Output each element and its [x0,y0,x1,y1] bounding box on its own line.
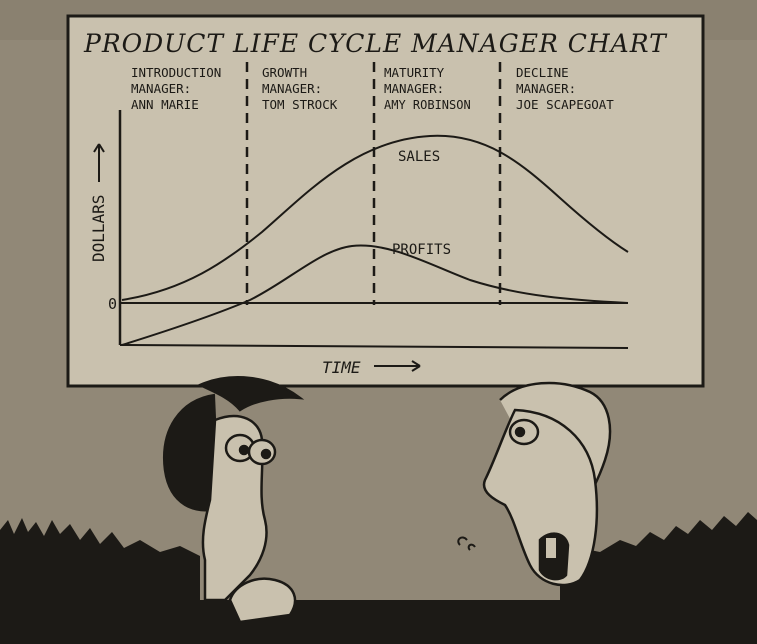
y-axis-label-group: DOLLARS [89,143,108,262]
stage-header-maturity: MATURITY MANAGER: AMY ROBINSON [384,65,471,112]
right-character-pupil [514,426,526,438]
right-character [457,381,612,587]
stage-name: MATURITY [384,65,445,80]
left-character [162,376,305,624]
stage-manager-name: AMY ROBINSON [384,98,471,112]
stage-manager-name: TOM STROCK [262,97,338,112]
profits-label: PROFITS [392,242,451,258]
x-axis-arrow-head-icon [411,360,421,372]
right-character-face [482,408,599,587]
stage-role: MANAGER: [384,81,444,96]
chart-board: PRODUCT LIFE CYCLE MANAGER CHART INTRODU… [66,14,705,388]
right-character-spit-icon [457,536,476,551]
stage-name: GROWTH [262,65,307,80]
stage-name: DECLINE [516,65,569,80]
chart-board-frame [66,14,705,388]
left-character-hat [196,376,305,412]
stage-role: MANAGER: [131,81,191,96]
stage-role: MANAGER: [516,81,576,96]
left-character-hair [162,393,221,512]
stage-header-decline: DECLINE MANAGER: JOE SCAPEGOAT [516,65,614,112]
y-axis-label: DOLLARS [89,195,108,262]
right-character-tooth [546,538,556,558]
x-axis-label: TIME [322,358,361,377]
ground-strip [0,600,757,644]
chart-title: PRODUCT LIFE CYCLE MANAGER CHART [83,29,668,58]
stage-manager-name: ANN MARIE [131,97,199,112]
stage-header-introduction: INTRODUCTION MANAGER: ANN MARIE [131,65,221,112]
profits-curve [121,244,629,346]
stage-name: INTRODUCTION [131,65,221,80]
sales-curve [121,134,629,301]
zero-label: 0 [108,295,117,313]
left-character-face [201,414,268,602]
left-character-hand [228,577,297,624]
stage-role: MANAGER: [262,81,322,96]
sales-label: SALES [398,149,440,165]
y-axis-arrow-head-icon [93,143,105,153]
left-character-pupil-left [238,444,250,456]
x-axis [119,344,629,349]
stage-header-growth: GROWTH MANAGER: TOM STROCK [262,65,338,112]
left-character-pupil-right [260,448,272,460]
stage-manager-name: JOE SCAPEGOAT [516,97,614,112]
